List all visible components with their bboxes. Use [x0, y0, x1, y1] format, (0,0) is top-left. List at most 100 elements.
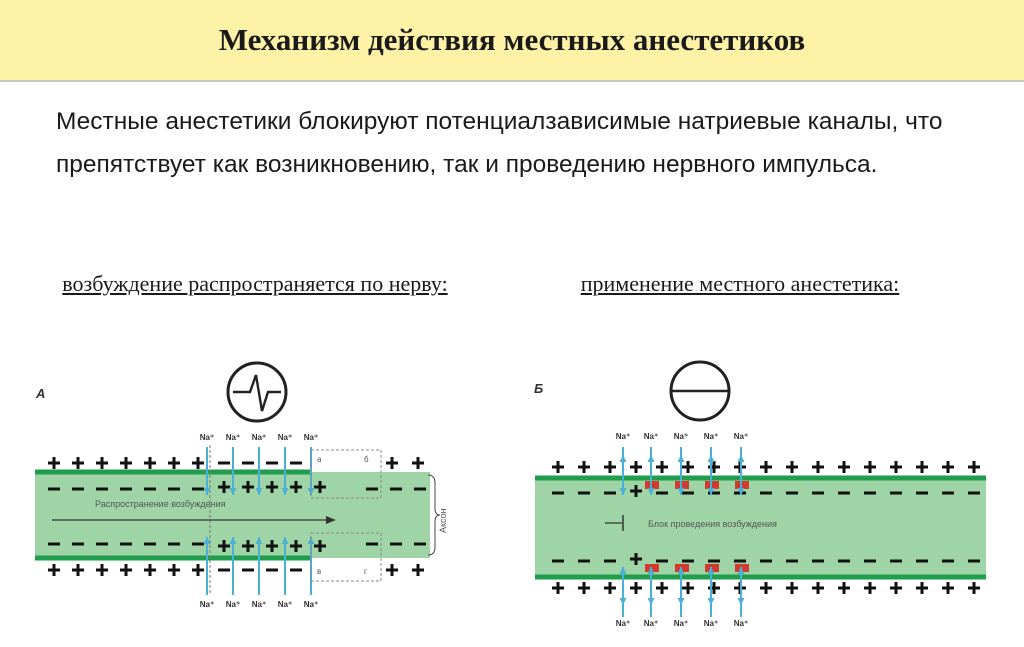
na-ion-label: Na⁺: [734, 619, 748, 628]
na-labels-bottom: Na⁺ Na⁺ Na⁺ Na⁺ Na⁺: [616, 619, 748, 628]
na-arrow: [647, 567, 655, 605]
na-ion-label: Na⁺: [616, 619, 630, 628]
plus-sign: [682, 582, 694, 594]
na-ion-label: Na⁺: [704, 619, 718, 628]
plus-sign: [812, 461, 824, 473]
plus-sign: [290, 540, 302, 552]
plus-sign: [242, 540, 254, 552]
na-arrow: [619, 567, 627, 605]
plus-sign: [656, 582, 668, 594]
plus-sign: [218, 540, 230, 552]
plus-sign: [968, 461, 980, 473]
plus-sign: [864, 582, 876, 594]
plus-sign: [786, 461, 798, 473]
plus-sign: [578, 582, 590, 594]
axon-bracket: [427, 474, 441, 556]
na-ion-label: Na⁺: [278, 433, 292, 442]
na-ion-label: Na⁺: [644, 432, 658, 441]
plus-sign: [72, 564, 84, 576]
na-ion-label: Na⁺: [644, 619, 658, 628]
plus-sign: [916, 461, 928, 473]
plus-sign: [968, 582, 980, 594]
na-ion-label: Na⁺: [616, 432, 630, 441]
plus-sign: [552, 582, 564, 594]
plus-sign: [192, 457, 204, 469]
plus-sign: [604, 461, 616, 473]
na-arrow: [281, 447, 289, 495]
plus-sign: [890, 582, 902, 594]
na-ion-label: Na⁺: [200, 600, 214, 609]
plus-sign: [838, 582, 850, 594]
na-arrow: [737, 567, 745, 605]
charges: [48, 457, 426, 576]
plus-sign: [708, 582, 720, 594]
na-arrow: [737, 455, 745, 495]
na-arrow: [255, 537, 263, 595]
na-labels-bottom: Na⁺Na⁺Na⁺Na⁺Na⁺: [200, 600, 318, 609]
na-arrow: [619, 455, 627, 495]
page-title: Механизм действия местных анестетиков: [218, 22, 806, 57]
na-ion-label: Na⁺: [304, 433, 318, 442]
dashed-region-boxes: [310, 449, 382, 582]
na-arrow: [281, 537, 289, 595]
plus-sign: [412, 564, 424, 576]
na-ion-label: Na⁺: [252, 433, 266, 442]
plus-sign: [760, 461, 772, 473]
plus-sign: [266, 481, 278, 493]
na-arrow: [707, 455, 715, 495]
plus-sign: [242, 481, 254, 493]
plus-sign: [838, 461, 850, 473]
plus-sign: [266, 540, 278, 552]
plus-sign: [630, 553, 642, 565]
box-label-v: в: [317, 567, 321, 576]
na-arrow: [255, 447, 263, 495]
box-label-b: б: [364, 455, 369, 464]
plus-sign: [812, 582, 824, 594]
plus-sign: [168, 457, 180, 469]
plus-sign: [386, 457, 398, 469]
na-ion-label: Na⁺: [252, 600, 266, 609]
axon-label: Аксон: [438, 508, 448, 533]
caption-right: применение местного анестетика:: [580, 271, 900, 296]
panel-a-label: А: [35, 386, 45, 401]
plus-sign: [916, 582, 928, 594]
na-ion-label: Na⁺: [226, 433, 240, 442]
plus-sign: [144, 457, 156, 469]
na-arrow: [677, 455, 685, 495]
plus-sign: [120, 457, 132, 469]
box-label-g: г: [364, 567, 367, 576]
oscilloscope-icon: [226, 361, 288, 423]
na-arrow: [647, 455, 655, 495]
plus-sign: [72, 457, 84, 469]
plus-sign: [604, 582, 616, 594]
na-ion-label: Na⁺: [304, 600, 318, 609]
diagram-panel-b: Б Na⁺Na⁺Na⁺Na⁺Na⁺ Na⁺Na⁺Na⁺Na⁺Na⁺ Блок п…: [534, 360, 986, 628]
title-bar: Механизм действия местных анестетиков: [0, 0, 1024, 82]
na-arrow: [203, 447, 211, 495]
plus-sign: [942, 461, 954, 473]
na-arrow: [677, 567, 685, 605]
plus-sign: [708, 461, 720, 473]
na-arrow: [203, 537, 211, 595]
na-ion-label: Na⁺: [200, 433, 214, 442]
plus-sign: [760, 582, 772, 594]
propagation-arrow: [52, 516, 336, 524]
plus-sign: [96, 564, 108, 576]
plus-sign: [48, 564, 60, 576]
na-arrow: [707, 567, 715, 605]
na-arrow: [229, 447, 237, 495]
plus-sign: [630, 485, 642, 497]
plus-sign: [290, 481, 302, 493]
block-marker: [605, 515, 624, 531]
plus-sign: [942, 582, 954, 594]
plus-sign: [314, 540, 326, 552]
box-label-a: а: [317, 455, 322, 464]
propagation-label: Распространение возбуждения: [95, 499, 226, 509]
na-ion-label: Na⁺: [674, 619, 688, 628]
na-ion-label: Na⁺: [226, 600, 240, 609]
plus-sign: [578, 461, 590, 473]
na-ion-label: Na⁺: [674, 432, 688, 441]
plus-sign: [168, 564, 180, 576]
na-labels-top: Na⁺ Na⁺ Na⁺ Na⁺ Na⁺: [200, 433, 318, 442]
sodium-current-arrows: [619, 447, 745, 617]
